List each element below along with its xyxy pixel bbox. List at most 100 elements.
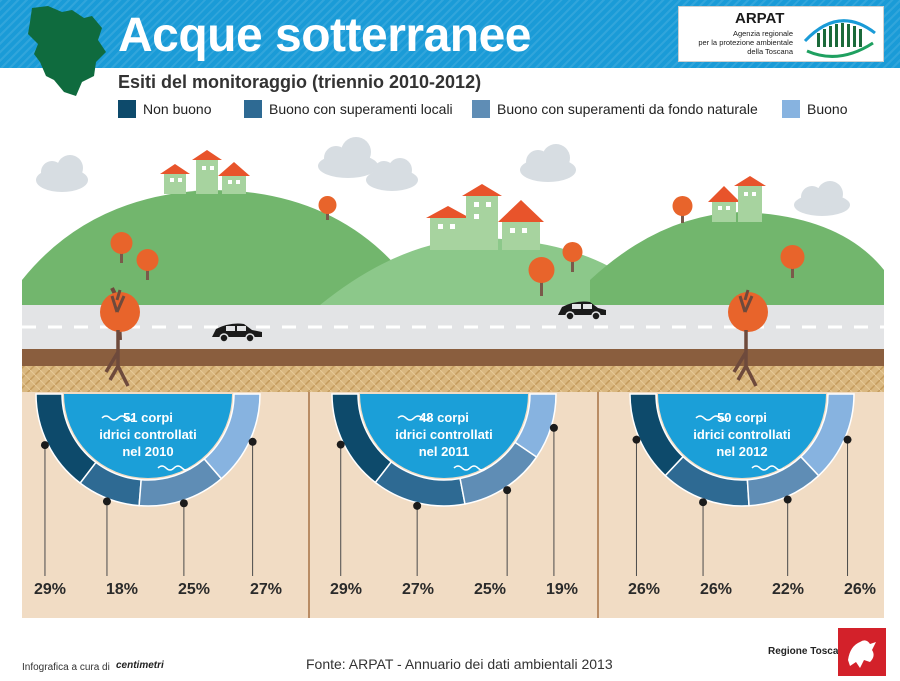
legend-item-non-buono: Non buono [118, 100, 212, 118]
tree [780, 245, 805, 278]
water-disc [658, 394, 826, 478]
chart-caption-line-1: 48 corpi [419, 410, 469, 425]
wave-icon [453, 465, 487, 471]
leader-dot [179, 499, 188, 508]
donut-chart-3: 26% 26% 22% 26% 50 corpi idrici controllati ne… [628, 393, 876, 598]
leader-dot [783, 495, 792, 504]
percent-label-4: 26% [844, 581, 876, 598]
cloud-4 [520, 144, 576, 182]
regione-toscana-label: Regione Toscana [768, 646, 851, 657]
chart-caption-line-1: 50 corpi [717, 410, 767, 425]
leader-dot [336, 440, 345, 449]
arpat-emblem-icon [803, 19, 876, 58]
houses-right [708, 176, 766, 222]
arpat-subtitle-1: Agenzia regionale [732, 29, 793, 38]
charts-layer: 29% 18% 25% 27% 51 corpi idrici controllati ne… [34, 393, 876, 598]
donut-segment-4 [514, 393, 557, 458]
chart-caption-line-2: idrici controllati [395, 427, 493, 442]
leader-dot [248, 437, 257, 446]
credit-brand: centimetri [116, 660, 164, 671]
water-disc [360, 394, 528, 478]
leader-dot [699, 498, 708, 507]
wave-icon [695, 415, 729, 421]
wave-icon [101, 415, 135, 421]
legend-label: Buono [807, 101, 848, 117]
gravel-band [22, 366, 884, 392]
donut-chart-1: 29% 18% 25% 27% 51 corpi idrici controllati ne… [34, 393, 282, 598]
water-disc [64, 394, 232, 478]
tree [318, 196, 337, 220]
tree [110, 232, 133, 263]
small-trees [110, 196, 805, 296]
car-right-icon [558, 301, 606, 321]
car-left-icon [212, 323, 262, 343]
percent-label-3: 25% [178, 581, 210, 598]
chart-caption-line-2: idrici controllati [99, 427, 197, 442]
clouds [36, 137, 850, 216]
wave-icon [157, 465, 191, 471]
legend-label: Non buono [143, 101, 212, 117]
leader-dot [40, 441, 49, 450]
hill-left [22, 190, 400, 305]
percent-label-2: 27% [402, 581, 434, 598]
source-text: Fonte: ARPAT - Annuario dei dati ambient… [306, 656, 613, 672]
tree [136, 249, 159, 280]
big-tree-right [728, 289, 768, 387]
houses-middle [426, 184, 544, 250]
leader-dot [632, 435, 641, 444]
legend-swatch [244, 100, 262, 118]
percent-label-4: 27% [250, 581, 282, 598]
legend-item-buono: Buono [782, 100, 847, 118]
donut-segment-4 [203, 393, 261, 480]
wave-icon [397, 415, 431, 421]
percent-label-2: 26% [700, 581, 732, 598]
legend-label: Buono con superamenti locali [269, 101, 453, 117]
hill-right [590, 212, 884, 305]
leader-dot [413, 501, 422, 510]
percent-label-3: 25% [474, 581, 506, 598]
percent-label-1: 29% [330, 581, 362, 598]
legend-item-buono-fondo: Buono con superamenti da fondo naturale [472, 100, 758, 118]
tree [562, 242, 583, 272]
leader-dot [549, 423, 558, 432]
regione-toscana-logo-icon [838, 628, 886, 676]
cloud-3 [366, 158, 418, 191]
chart-caption-line-2: idrici controllati [693, 427, 791, 442]
legend-item-buono-locali: Buono con superamenti locali [244, 100, 453, 118]
tuscany-map-icon [28, 6, 106, 96]
tree [672, 196, 693, 223]
chart-caption-line-3: nel 2010 [122, 444, 173, 459]
leader-dot [843, 435, 852, 444]
wave-icon [751, 465, 785, 471]
arpat-logo-box: ARPAT Agenzia regionale per la protezion… [678, 6, 884, 62]
arpat-name: ARPAT [735, 10, 785, 27]
page-title: Acque sotterranee [118, 9, 531, 62]
legend-swatch [472, 100, 490, 118]
leader-dot [102, 497, 111, 506]
cloud-2 [318, 137, 378, 178]
percent-label-2: 18% [106, 581, 138, 598]
houses-left [160, 150, 250, 194]
chart-caption-line-3: nel 2011 [419, 444, 470, 459]
donut-chart-2: 29% 27% 25% 19% 48 corpi idrici controllati ne… [330, 393, 578, 598]
arpat-subtitle-2: per la protezione ambientale [698, 38, 793, 47]
legend-swatch [782, 100, 800, 118]
legend-swatch [118, 100, 136, 118]
credit-text: Infografica a cura di [22, 662, 110, 673]
percent-label-3: 22% [772, 581, 804, 598]
percent-label-4: 19% [546, 581, 578, 598]
chart-caption-line-3: nel 2012 [716, 444, 767, 459]
soil-band [22, 349, 884, 366]
big-tree-left [100, 287, 140, 387]
tree [528, 257, 555, 296]
leader-dot [503, 486, 512, 495]
chart-caption-line-1: 51 corpi [123, 410, 173, 425]
arpat-subtitle-3: della Toscana [747, 47, 793, 56]
percent-label-1: 29% [34, 581, 66, 598]
percent-label-1: 26% [628, 581, 660, 598]
page-subtitle: Esiti del monitoraggio (triennio 2010-20… [118, 72, 482, 92]
cloud-5 [794, 181, 850, 216]
cloud-1 [36, 155, 88, 192]
donut-segment-4 [799, 393, 855, 477]
